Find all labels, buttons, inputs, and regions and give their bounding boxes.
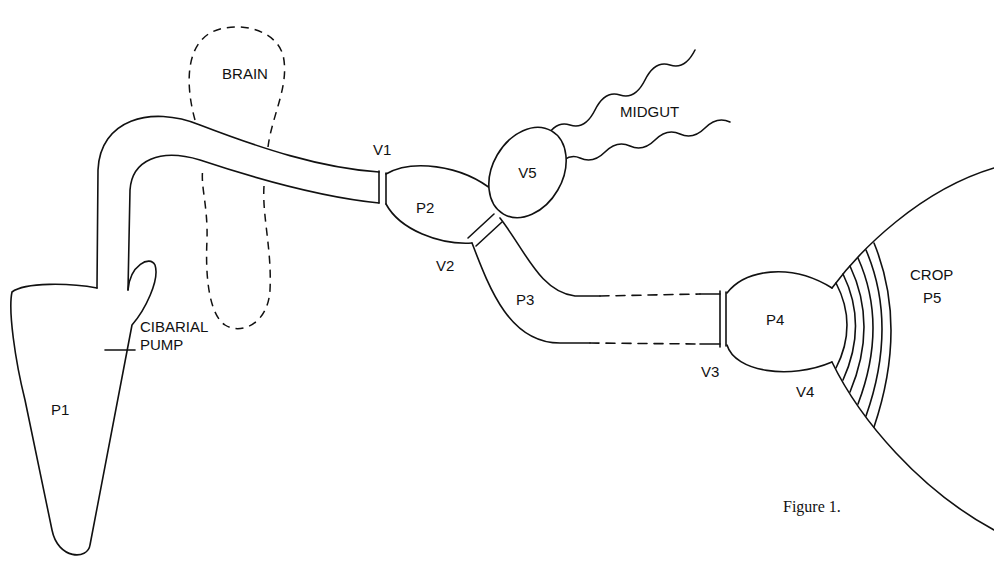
label-holder: P2 bbox=[416, 199, 434, 217]
valve-label: V5 bbox=[518, 164, 536, 182]
caption-holder: Figure 1. bbox=[783, 497, 841, 516]
part-label: P5 bbox=[923, 289, 941, 307]
label-holder: CROP bbox=[910, 266, 953, 284]
organ-label: BRAIN bbox=[180, 65, 310, 83]
label-holder: P3 bbox=[516, 291, 534, 309]
part-label: V1 bbox=[373, 141, 391, 159]
valve-oval: V5 bbox=[480, 115, 575, 230]
valve-fold bbox=[858, 258, 873, 404]
bulb-wall bbox=[727, 272, 832, 293]
valve-line bbox=[476, 222, 502, 246]
part-label: P4 bbox=[766, 311, 784, 329]
label-holder: V4 bbox=[796, 383, 814, 401]
bulb-wall bbox=[386, 166, 495, 192]
label-holder: P4 bbox=[766, 311, 784, 329]
brain-outline: BRAIN bbox=[180, 25, 310, 335]
label-holder: V3 bbox=[701, 363, 719, 381]
crop-wall bbox=[832, 362, 994, 530]
brain-outline bbox=[189, 27, 284, 147]
valve-fold bbox=[843, 274, 856, 380]
foregut-wall bbox=[128, 155, 379, 290]
valve-oval bbox=[473, 113, 582, 231]
tube-wall bbox=[500, 218, 600, 296]
label-holder: P1 bbox=[51, 401, 69, 419]
structure-label: CIBARIAL PUMP bbox=[140, 318, 220, 354]
figure-caption: Figure 1. bbox=[783, 497, 841, 516]
part-label: P2 bbox=[416, 199, 434, 217]
part-label: P1 bbox=[51, 401, 69, 419]
label-holder: CIBARIAL PUMP bbox=[140, 318, 220, 354]
part-label: V4 bbox=[796, 383, 814, 401]
part-label: V3 bbox=[701, 363, 719, 381]
midgut-wall bbox=[555, 120, 730, 170]
valve-fold bbox=[850, 266, 864, 392]
label-holder: V2 bbox=[436, 257, 454, 275]
valve-line bbox=[725, 292, 727, 346]
valve-line bbox=[468, 214, 494, 238]
brain-outline bbox=[202, 168, 270, 329]
part-label: P3 bbox=[516, 291, 534, 309]
label-holder: V1 bbox=[373, 141, 391, 159]
valve-fold bbox=[874, 243, 891, 427]
tube-wall bbox=[472, 243, 590, 343]
tube-wall bbox=[590, 343, 700, 344]
crop-wall bbox=[832, 168, 994, 288]
bulb-wall bbox=[727, 345, 832, 372]
tube-wall bbox=[700, 293, 720, 295]
valve-line bbox=[385, 173, 387, 204]
part-label: V2 bbox=[436, 257, 454, 275]
leader-line bbox=[105, 349, 135, 351]
valve-line bbox=[719, 291, 721, 347]
label-holder: P5 bbox=[923, 289, 941, 307]
valve-line bbox=[378, 171, 380, 203]
tube-wall bbox=[600, 294, 700, 296]
foregut-wall bbox=[97, 116, 379, 288]
valve-fold bbox=[866, 250, 882, 416]
structure-label: CROP bbox=[910, 266, 953, 284]
midgut-wall bbox=[545, 50, 695, 140]
cibarial-pump-outline bbox=[11, 261, 156, 555]
structure-label: MIDGUT bbox=[620, 103, 679, 121]
valve-fold bbox=[836, 283, 847, 368]
label-holder: MIDGUT bbox=[620, 103, 679, 121]
tube-wall bbox=[700, 343, 720, 345]
